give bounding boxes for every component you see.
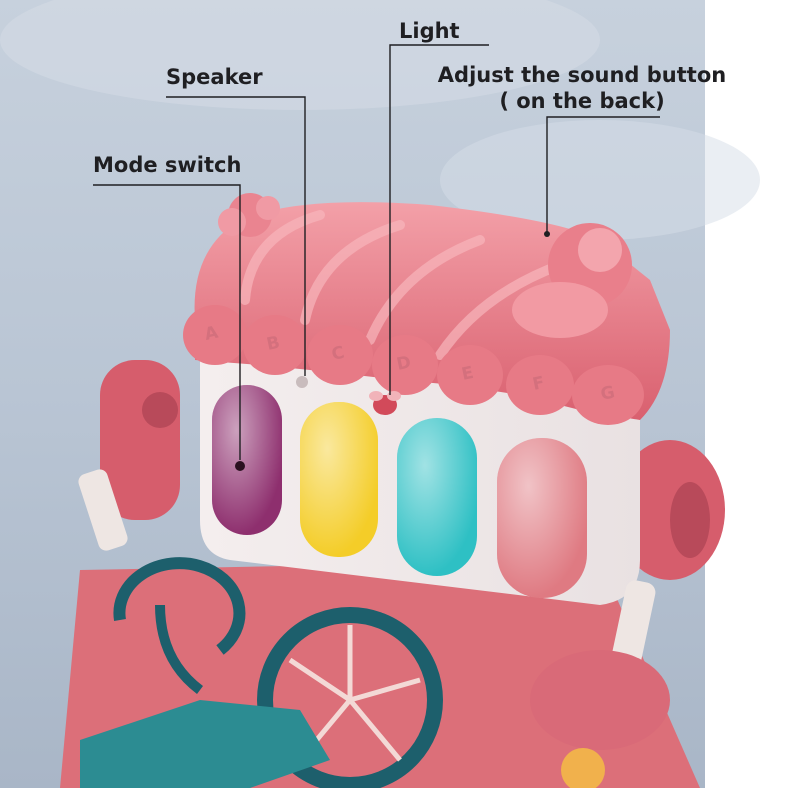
adjust-sound-label-line1: Adjust the sound button [437,63,727,87]
key-letter-a: A [203,322,221,344]
roof-scallops [183,305,644,425]
left-bracket [78,360,180,551]
right-bracket [615,440,725,580]
key-letter-e: E [460,363,476,385]
speaker-label: Speaker [166,65,263,89]
key-letter-d: D [395,352,413,374]
light-label: Light [399,19,460,43]
mode-switch-leader [93,184,241,460]
key-letter-c: C [330,343,346,365]
callout-lines [93,44,660,460]
speaker-hole [296,376,308,388]
mat-bicycle-rider [80,700,330,788]
mode-switch-knob[interactable] [235,461,245,471]
adjust-sound-leader [546,116,660,232]
speaker-leader [166,96,306,376]
mode-switch-label: Mode switch [93,153,242,177]
cloud-shape [0,0,600,110]
mat-bicycle-rear-wheel [113,557,246,655]
wheel-spokes [288,625,421,762]
flower-decoration [218,193,632,338]
adjust-sound-label: Adjust the sound button ( on the back) [437,62,727,114]
adjust-sound-label-line2: ( on the back) [499,89,665,113]
key-letter-b: B [265,333,282,355]
key-letters: A B C D E F G [203,322,617,404]
piano-keys[interactable] [212,385,587,598]
adjust-sound-marker [544,231,550,237]
right-pole [530,580,670,788]
key-letter-g: G [599,382,617,404]
mat-bicycle-front-wheel [257,607,443,788]
light-leader [389,44,489,395]
cloud-shape [440,120,760,240]
key-letter-f: F [531,373,547,395]
mat-bicycle-handle [155,604,204,694]
right-margin [705,0,788,788]
